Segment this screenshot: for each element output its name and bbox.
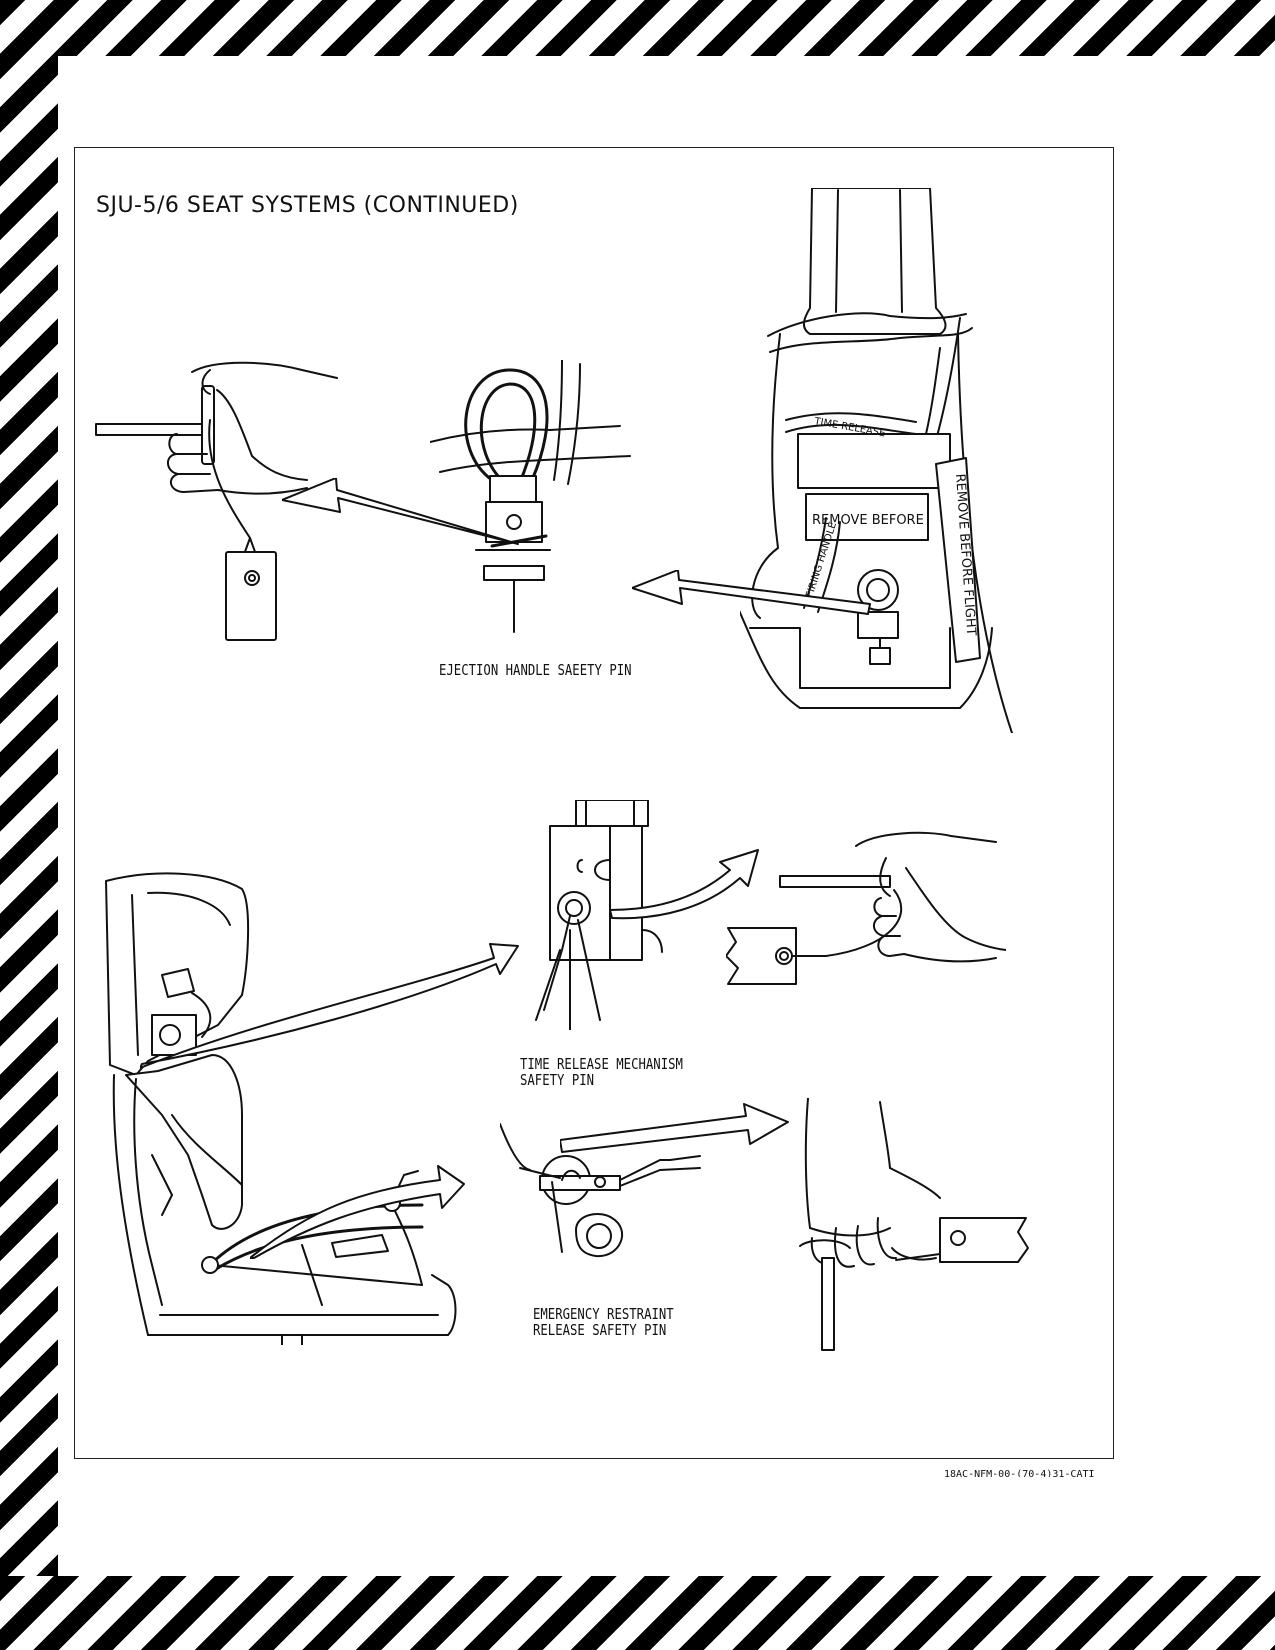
arrow-right-icon	[610, 840, 760, 920]
footer-code: 18AC-NFM-00-(70-4)31-CATI	[944, 1469, 1095, 1477]
page-title: SJU-5/6 SEAT SYSTEMS (CONTINUED)	[96, 193, 519, 218]
ejection-handle-icon	[430, 360, 650, 635]
arrow-right-icon	[560, 1100, 790, 1160]
hazard-stripe-top	[0, 0, 1275, 56]
restraint-release-icon	[500, 1120, 720, 1260]
time-release-mechanism-icon	[530, 800, 670, 1030]
caption-time-release-line1: TIME RELEASE MECHANISM	[520, 1055, 683, 1073]
arrow-left-icon	[282, 478, 522, 558]
caption-emergency-restraint-line2: RELEASE SAFETY PIN	[533, 1321, 667, 1339]
figure-frame	[74, 147, 1114, 1459]
ejection-seat-front-icon: REMOVE BEFORE REMOVE BEFORE FLIGHT TIME …	[740, 188, 1030, 733]
hand-holding-pin-icon	[726, 828, 1006, 1008]
caption-emergency-restraint-line1: EMERGENCY RESTRAINT	[533, 1305, 674, 1323]
page-area	[58, 56, 1275, 1576]
hand-holding-pin-icon	[92, 360, 352, 645]
arrow-right-icon	[140, 940, 520, 1070]
arrow-left-icon	[632, 570, 872, 640]
hazard-stripe-left	[0, 0, 58, 1650]
arrow-right-icon	[250, 1150, 470, 1260]
hazard-stripe-bottom	[0, 1576, 1275, 1650]
caption-ejection-handle: EJECTION HANDLE SAEETY PIN	[439, 661, 632, 679]
hand-holding-pin-icon	[780, 1098, 1040, 1358]
caption-time-release-line2: SAFETY PIN	[520, 1071, 595, 1089]
ejection-seat-side-icon	[92, 865, 462, 1345]
